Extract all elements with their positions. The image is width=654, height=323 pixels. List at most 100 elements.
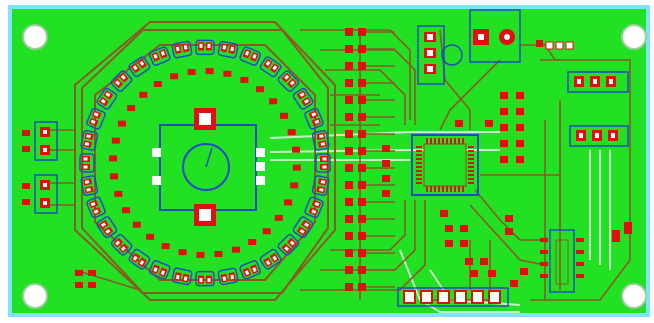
smd-resistor	[231, 246, 240, 253]
resistor-pad	[358, 79, 366, 87]
resistor-pad	[358, 181, 366, 189]
resistor-pad	[345, 28, 353, 36]
resistor-pad	[358, 96, 366, 104]
smd-pad	[505, 215, 513, 222]
smd-resistor	[223, 70, 232, 77]
led-pad	[239, 260, 262, 280]
smd-resistor	[274, 214, 283, 221]
led-pad	[259, 56, 282, 78]
led-pad	[110, 233, 133, 256]
smd-pad	[382, 175, 390, 182]
resistor-pad	[345, 147, 353, 155]
led-pad	[311, 129, 330, 151]
resistor-pad	[345, 96, 353, 104]
smd-pad	[485, 120, 493, 127]
smd-resistor	[117, 120, 126, 127]
resistor-pad	[345, 45, 353, 53]
led-pad	[304, 196, 324, 219]
smd-pad	[455, 120, 463, 127]
smd-pad	[382, 160, 390, 167]
smd-resistor	[127, 105, 136, 112]
resistor-pad	[345, 62, 353, 70]
led-pad	[86, 107, 106, 130]
right-ic	[540, 222, 632, 293]
smd-pad	[510, 280, 518, 287]
led-pad	[292, 87, 314, 110]
smd-resistor	[280, 112, 288, 119]
led-pad	[80, 175, 99, 197]
smd-pad	[465, 258, 473, 265]
smd-pad	[480, 258, 488, 265]
led-pad	[110, 70, 133, 93]
top-header	[417, 9, 574, 85]
smd-pad	[445, 225, 453, 232]
smd-resistor	[292, 146, 300, 153]
resistor-pad	[345, 113, 353, 121]
led-pad	[195, 270, 215, 287]
switch-pin	[256, 162, 265, 171]
smd-pad	[500, 108, 508, 115]
led-pad	[217, 40, 239, 59]
smd-resistor	[109, 155, 118, 162]
resistor-pad	[345, 130, 353, 138]
smd-resistor	[284, 199, 293, 206]
resistor-pad	[358, 147, 366, 155]
mcu-pins	[416, 138, 474, 192]
smd-pad	[516, 140, 524, 147]
resistor-pad	[358, 130, 366, 138]
smd-pad	[460, 225, 468, 232]
resistor-pad	[358, 62, 366, 70]
smd-pad	[500, 124, 508, 131]
smd-resistor	[292, 164, 301, 171]
header-pin	[454, 290, 467, 304]
smd-resistor	[290, 182, 299, 189]
smd-resistor	[187, 69, 196, 75]
smd-pad	[516, 92, 524, 99]
mounting-hole-top-right	[621, 24, 647, 50]
mounting-hole-bottom-left	[22, 283, 48, 309]
switch-knob-outline	[182, 143, 230, 191]
smd-pad	[500, 140, 508, 147]
smd-pad	[516, 156, 524, 163]
resistor-pad	[358, 198, 366, 206]
led-pad	[277, 70, 300, 93]
resistor-column	[345, 28, 395, 291]
header-pin	[437, 290, 450, 304]
resistor-pad	[345, 79, 353, 87]
led-pad	[217, 267, 239, 286]
smd-pad	[460, 240, 468, 247]
smd-pad	[440, 210, 448, 217]
smd-pad	[500, 156, 508, 163]
led-pad	[277, 233, 300, 256]
led-ring	[79, 39, 331, 287]
center-switch	[152, 108, 265, 226]
led-pad	[239, 46, 262, 66]
smd-resistor	[205, 68, 214, 75]
left-connectors	[22, 121, 96, 288]
resistor-pad	[345, 215, 353, 223]
smd-resistor	[146, 233, 155, 240]
led-pad	[195, 39, 215, 56]
mounting-holes	[22, 24, 647, 309]
resistor-pad	[358, 28, 366, 36]
resistor-pad	[358, 215, 366, 223]
smd-resistor	[161, 243, 170, 250]
smd-pad	[516, 124, 524, 131]
smd-pad	[505, 228, 513, 235]
smd-resistor	[269, 98, 278, 105]
led-pad	[304, 107, 324, 130]
smd-pad	[382, 145, 390, 152]
resistor-pad	[345, 266, 353, 274]
smd-pads	[382, 92, 528, 287]
resistor-pad	[358, 164, 366, 172]
switch-pin	[256, 148, 265, 157]
resistor-pad	[345, 198, 353, 206]
smd-resistor	[214, 251, 223, 257]
header-pin	[420, 290, 433, 304]
smd-resistor	[248, 239, 257, 245]
smd-resistor	[240, 76, 249, 83]
switch-pin	[256, 176, 265, 185]
header-pin	[471, 290, 484, 304]
led-pad	[86, 196, 106, 219]
led-pad	[259, 248, 282, 270]
